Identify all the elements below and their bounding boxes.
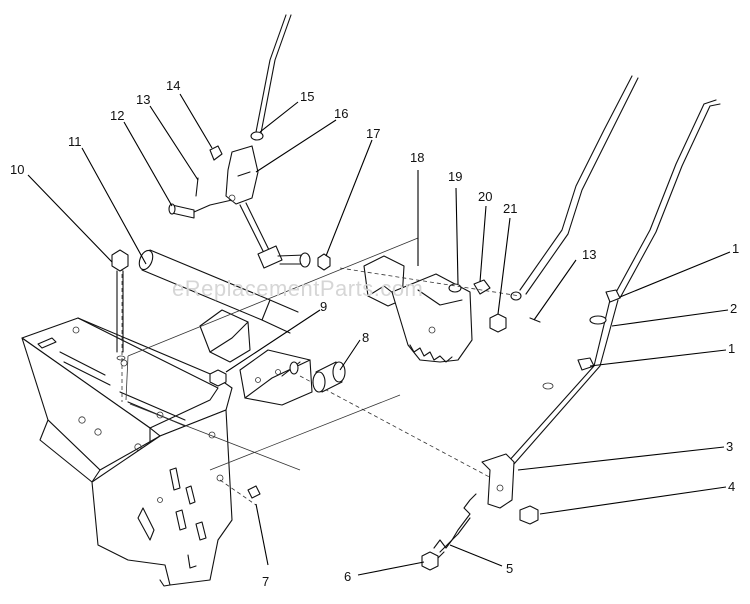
callout-6: 6	[344, 569, 351, 584]
callout-17: 17	[366, 126, 380, 141]
callout-14: 14	[166, 78, 180, 93]
control-cables	[507, 75, 721, 465]
callout-2: 2	[730, 301, 737, 316]
callout-8: 8	[362, 330, 369, 345]
lever-plate	[339, 255, 522, 363]
callout-15: 15	[300, 89, 314, 104]
callout-12: 12	[110, 108, 124, 123]
callout-18: 18	[410, 150, 424, 165]
callout-10: 10	[10, 162, 24, 177]
callout-11: 11	[68, 134, 82, 149]
callout-9: 9	[320, 299, 327, 314]
callout-21: 21	[503, 201, 517, 216]
frame-plate	[21, 317, 233, 587]
callout-5: 5	[506, 561, 513, 576]
mounting-plane	[121, 237, 496, 506]
spring-bracket	[247, 453, 539, 571]
callout-4: 4	[728, 479, 735, 494]
callout-1-lower: 1	[728, 341, 735, 356]
callout-13-right: 13	[582, 247, 596, 262]
callout-labels: 1 2 1 3 4 5 6 7 8 9 10 11 12 13 13 14 15…	[10, 78, 739, 589]
shaft	[138, 249, 299, 334]
control-arm	[168, 14, 331, 271]
callout-3: 3	[726, 439, 733, 454]
callout-13-upper: 13	[136, 92, 150, 107]
callout-19: 19	[448, 169, 462, 184]
callout-16: 16	[334, 106, 348, 121]
callout-20: 20	[478, 189, 492, 204]
callout-1-upper: 1	[732, 241, 739, 256]
watermark: eReplacementParts.com	[172, 276, 423, 301]
bolt	[111, 249, 129, 361]
callout-7: 7	[262, 574, 269, 589]
leader-lines	[27, 93, 731, 576]
